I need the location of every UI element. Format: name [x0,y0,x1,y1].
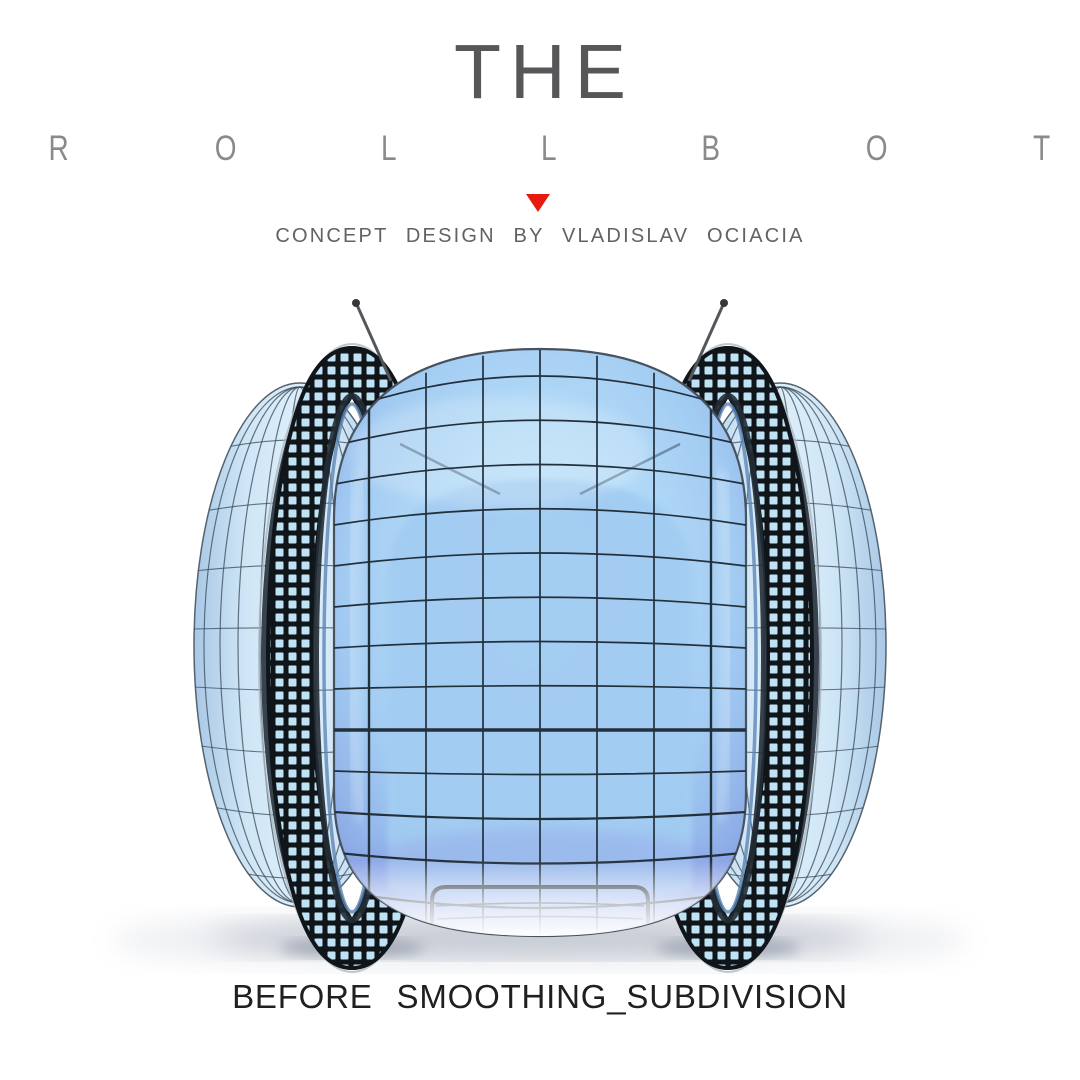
rollbot-letter: O [865,129,888,168]
left-antenna [352,299,393,382]
rollbot-letter: L [541,129,557,168]
antenna-tip [720,299,728,307]
rollbot-letter: L [381,129,397,168]
rollbot-letter: O [214,129,237,168]
poster-title: THE [454,29,635,115]
poster-title-rollbot: R O L L B O T [46,131,1052,166]
robot-body [332,347,748,938]
poster-caption: BEFORE SMOOTHING_SUBDIVISION [232,978,848,1015]
triangle-down-icon [526,194,550,212]
rollbot-letter: R [48,129,69,168]
antenna-tip [352,299,360,307]
poster-subtitle: CONCEPT DESIGN BY VLADISLAV OCIACIA [275,225,805,247]
rollbot-letter: T [1032,129,1050,168]
right-antenna [687,299,728,382]
rollbot-letter: B [701,129,721,168]
